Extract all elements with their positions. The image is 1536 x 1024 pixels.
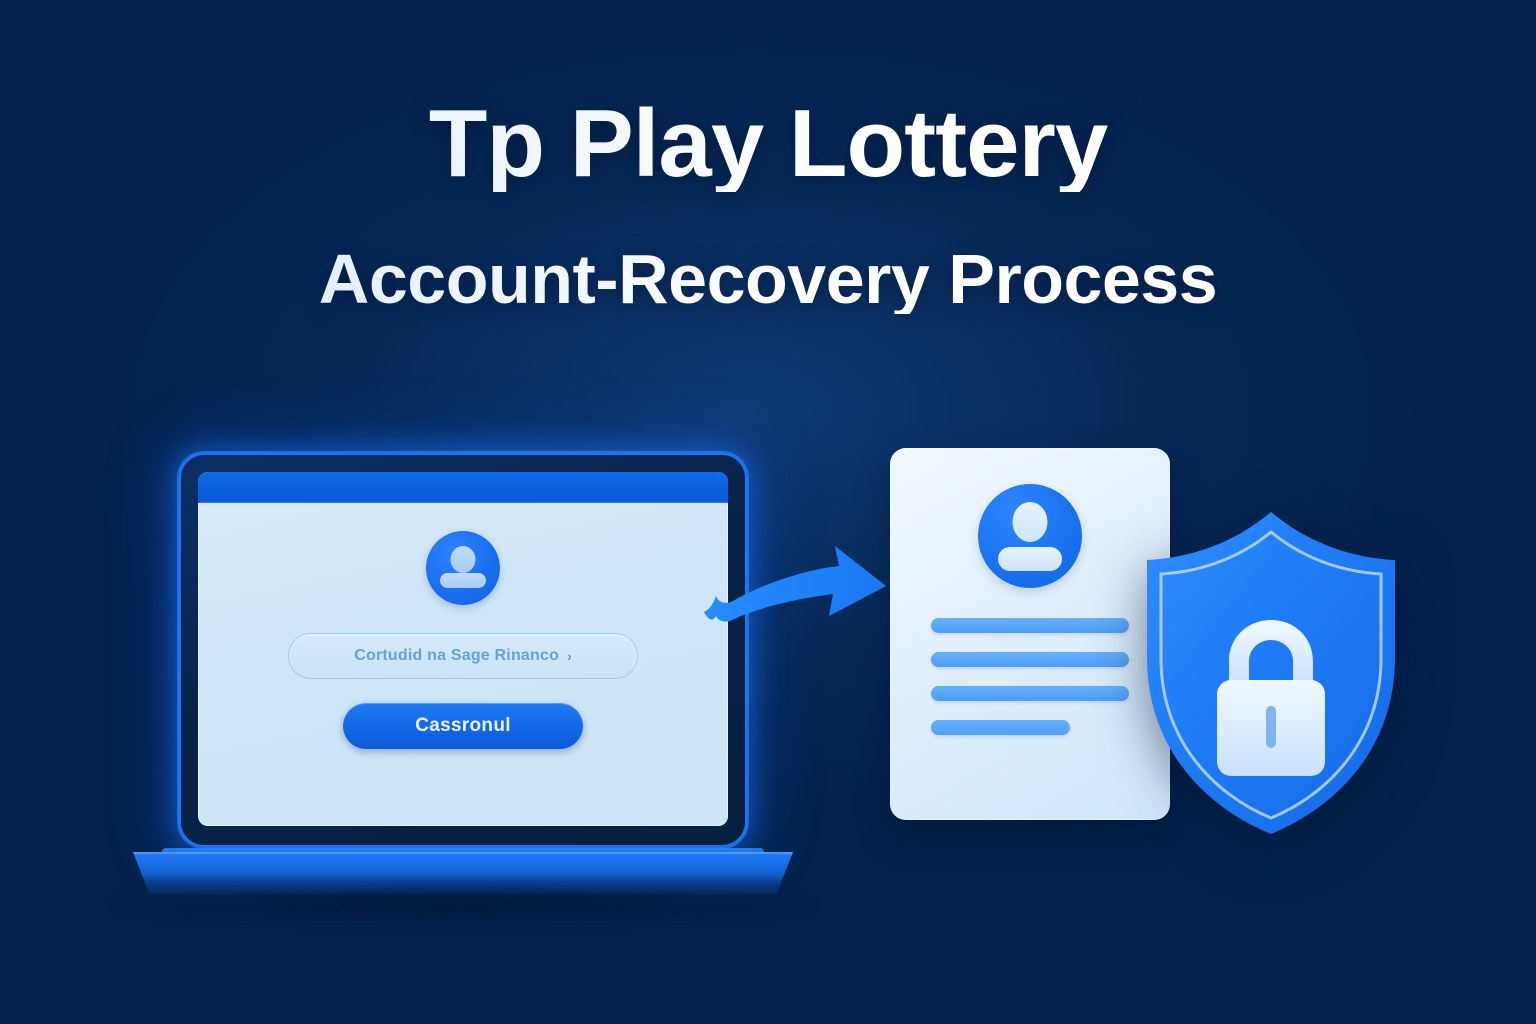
page-subtitle: Account-Recovery Process (0, 244, 1536, 314)
curved-arrow-right-icon (700, 540, 900, 650)
laptop-screen: Cortudid na Sage Rinanco › Cassronul (198, 472, 728, 826)
login-form: Cortudid na Sage Rinanco › Cassronul (198, 503, 728, 826)
heading-block: Tp Play Lottery Account-Recovery Process (0, 96, 1536, 315)
padlock-icon (1217, 620, 1325, 776)
submit-button[interactable]: Cassronul (343, 703, 583, 749)
id-card-line (931, 618, 1129, 633)
id-card (890, 448, 1170, 820)
page-title: Tp Play Lottery (0, 96, 1536, 192)
user-avatar-icon (426, 531, 500, 605)
laptop-shadow (108, 888, 818, 922)
shield-lock-icon (1137, 508, 1405, 838)
avatar-head (450, 546, 476, 573)
recovery-input-value: Cortudid na Sage Rinanco (354, 647, 560, 664)
avatar-head (1012, 502, 1048, 542)
browser-titlebar (198, 472, 728, 503)
user-avatar-icon (978, 484, 1082, 588)
recovery-input[interactable]: Cortudid na Sage Rinanco › (288, 633, 638, 679)
avatar-shoulders (998, 547, 1062, 571)
avatar-shoulders (440, 573, 486, 588)
laptop-illustration: Cortudid na Sage Rinanco › Cassronul (108, 426, 818, 922)
id-card-line (931, 720, 1070, 735)
laptop-lid: Cortudid na Sage Rinanco › Cassronul (178, 452, 748, 848)
id-card-lines (931, 618, 1129, 735)
chevron-right-icon: › (567, 648, 572, 664)
id-card-line (931, 686, 1129, 701)
id-card-line (931, 652, 1129, 667)
laptop-base (133, 852, 793, 894)
